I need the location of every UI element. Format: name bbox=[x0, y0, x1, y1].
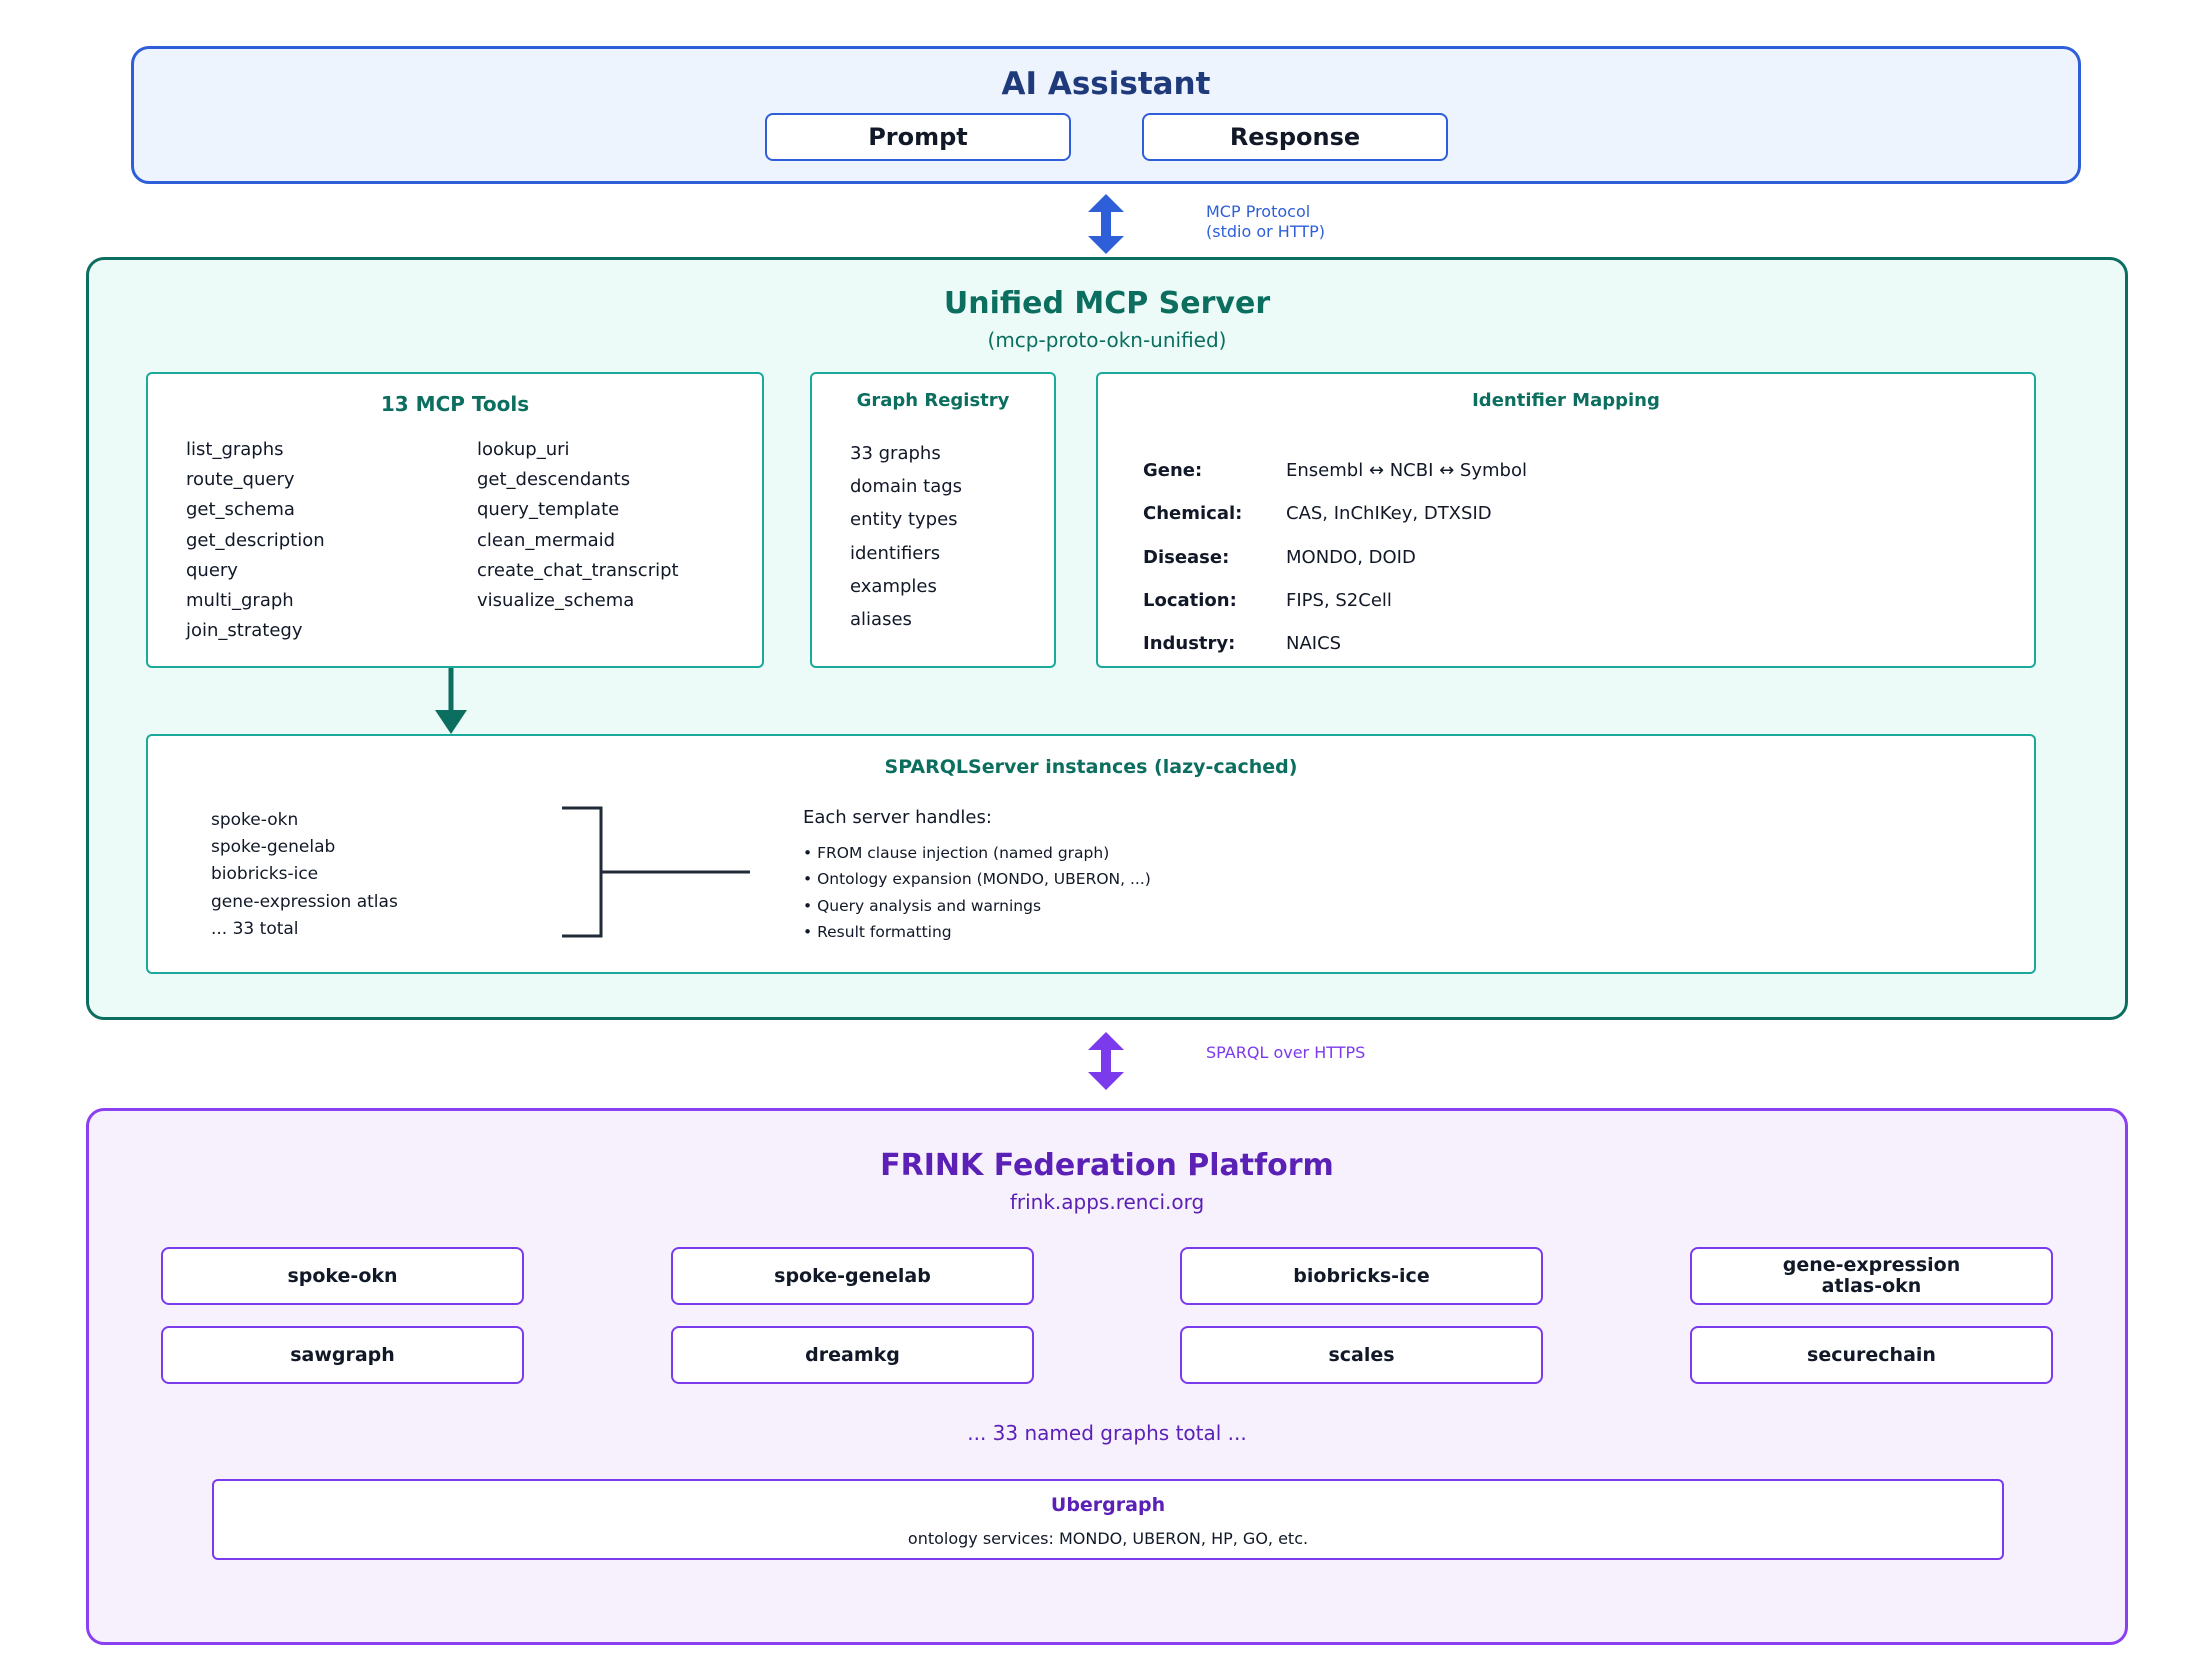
frink-subtitle: frink.apps.renci.org bbox=[1009, 1190, 1205, 1214]
mapping-value: MONDO, DOID bbox=[1286, 546, 1416, 568]
sparql-https-arrow bbox=[1088, 1032, 1124, 1090]
graph-securechain[interactable]: securechain bbox=[1690, 1326, 2053, 1384]
registry-item: aliases bbox=[850, 609, 912, 631]
graph-spoke-okn[interactable]: spoke-okn bbox=[161, 1247, 524, 1305]
tool-item: get_description bbox=[186, 529, 325, 551]
sparql-instances-title: SPARQLServer instances (lazy-cached) bbox=[884, 756, 1298, 778]
sparql-https-label: SPARQL over HTTPS bbox=[1206, 1043, 1366, 1062]
mcp-server-title: Unified MCP Server bbox=[943, 286, 1271, 321]
mcp-protocol-line2: (stdio or HTTP) bbox=[1206, 222, 1325, 241]
graph-registry-list: 33 graphs domain tags entity types ident… bbox=[850, 437, 962, 636]
graph-biobricks-ice[interactable]: biobricks-ice bbox=[1180, 1247, 1543, 1305]
frink-title: FRINK Federation Platform bbox=[880, 1148, 1334, 1183]
identifier-mapping-panel bbox=[1096, 372, 2036, 668]
ai-assistant-container bbox=[131, 46, 2081, 184]
ubergraph-description: ontology services: MONDO, UBERON, HP, GO… bbox=[907, 1529, 1309, 1548]
graph-registry-panel bbox=[810, 372, 1056, 668]
sparql-server-item: gene-expression atlas bbox=[211, 891, 398, 912]
mcp-protocol-arrow bbox=[1088, 194, 1124, 254]
tool-item: get_descendants bbox=[477, 469, 631, 491]
mcp-server-subtitle: (mcp-proto-okn-unified) bbox=[987, 328, 1227, 352]
mapping-label: Gene: bbox=[1143, 460, 1203, 481]
mapping-value: FIPS, S2Cell bbox=[1286, 589, 1392, 611]
graph-spoke-genelab[interactable]: spoke-genelab bbox=[671, 1247, 1034, 1305]
identifier-mapping-title: Identifier Mapping bbox=[1472, 390, 1660, 411]
mcp-tools-title: 13 MCP Tools bbox=[380, 392, 530, 416]
mapping-label: Location: bbox=[1143, 589, 1237, 611]
identifier-labels: Gene: Chemical: Disease: Location: Indus… bbox=[1143, 449, 1242, 665]
tool-item: clean_mermaid bbox=[477, 529, 616, 551]
response-box[interactable]: Response bbox=[1142, 113, 1448, 161]
registry-item: examples bbox=[850, 575, 937, 597]
sparql-server-list: spoke-okn spoke-genelab biobricks-ice ge… bbox=[211, 807, 398, 943]
server-handles-title: Each server handles: bbox=[803, 807, 992, 828]
ai-assistant-title: AI Assistant bbox=[1001, 66, 1211, 102]
handle-item: • Query analysis and warnings bbox=[803, 896, 1042, 915]
graph-scales[interactable]: scales bbox=[1180, 1326, 1543, 1384]
registry-item: identifiers bbox=[850, 542, 941, 564]
mapping-label: Chemical: bbox=[1143, 503, 1243, 525]
registry-item: entity types bbox=[850, 509, 958, 531]
tool-item: get_schema bbox=[186, 499, 295, 521]
ubergraph-box[interactable] bbox=[212, 1479, 2004, 1560]
tool-item: lookup_uri bbox=[477, 439, 570, 460]
tool-item: query_template bbox=[477, 499, 620, 521]
graph-gene-expression-atlas-okn[interactable]: gene-expression atlas-okn bbox=[1690, 1247, 2053, 1305]
graph-dreamkg[interactable]: dreamkg bbox=[671, 1326, 1034, 1384]
sparql-instances-panel bbox=[146, 734, 2036, 974]
mcp-protocol-label: MCP Protocol (stdio or HTTP) bbox=[1206, 202, 1325, 242]
mcp-protocol-line1: MCP Protocol bbox=[1206, 202, 1311, 221]
tool-item: query bbox=[186, 559, 238, 581]
tool-item: list_graphs bbox=[186, 439, 284, 460]
tool-item: create_chat_transcript bbox=[477, 559, 679, 581]
prompt-box[interactable]: Prompt bbox=[765, 113, 1071, 161]
mcp-tools-panel bbox=[146, 372, 764, 668]
mapping-value: Ensembl ↔ NCBI ↔ Symbol bbox=[1286, 460, 1527, 481]
ubergraph-title: Ubergraph bbox=[1050, 1494, 1166, 1516]
handle-item: • Result formatting bbox=[803, 922, 952, 941]
mapping-value: NAICS bbox=[1286, 633, 1342, 655]
tool-item: multi_graph bbox=[186, 590, 294, 612]
mapping-value: CAS, InChIKey, DTXSID bbox=[1286, 503, 1492, 525]
graph-sawgraph[interactable]: sawgraph bbox=[161, 1326, 524, 1384]
tool-item: visualize_schema bbox=[477, 590, 635, 612]
registry-item: domain tags bbox=[850, 476, 963, 498]
tools-to-sparql-arrow bbox=[435, 668, 467, 734]
mapping-label: Disease: bbox=[1143, 546, 1230, 568]
server-handles-list: • FROM clause injection (named graph) • … bbox=[803, 840, 1151, 945]
handle-item: • FROM clause injection (named graph) bbox=[803, 844, 1110, 862]
identifier-values: Ensembl ↔ NCBI ↔ Symbol CAS, InChIKey, D… bbox=[1286, 449, 1527, 665]
sparql-server-item: spoke-genelab bbox=[211, 837, 336, 858]
tool-item: route_query bbox=[186, 469, 295, 491]
sparql-server-item: biobricks-ice bbox=[211, 864, 319, 885]
tools-column-1: list_graphs route_query get_schema get_d… bbox=[186, 435, 325, 646]
handle-item: • Ontology expansion (MONDO, UBERON, ...… bbox=[803, 870, 1151, 889]
mapping-label: Industry: bbox=[1143, 633, 1236, 655]
sparql-server-item: spoke-okn bbox=[211, 810, 299, 830]
server-bracket bbox=[562, 806, 750, 938]
registry-item: 33 graphs bbox=[850, 443, 941, 464]
sparql-server-item: ... 33 total bbox=[211, 918, 299, 939]
tool-item: join_strategy bbox=[186, 620, 303, 642]
graph-registry-title: Graph Registry bbox=[856, 390, 1010, 411]
tools-column-2: lookup_uri get_descendants query_templat… bbox=[477, 435, 679, 616]
graphs-total-note: ... 33 named graphs total ... bbox=[967, 1421, 1247, 1445]
